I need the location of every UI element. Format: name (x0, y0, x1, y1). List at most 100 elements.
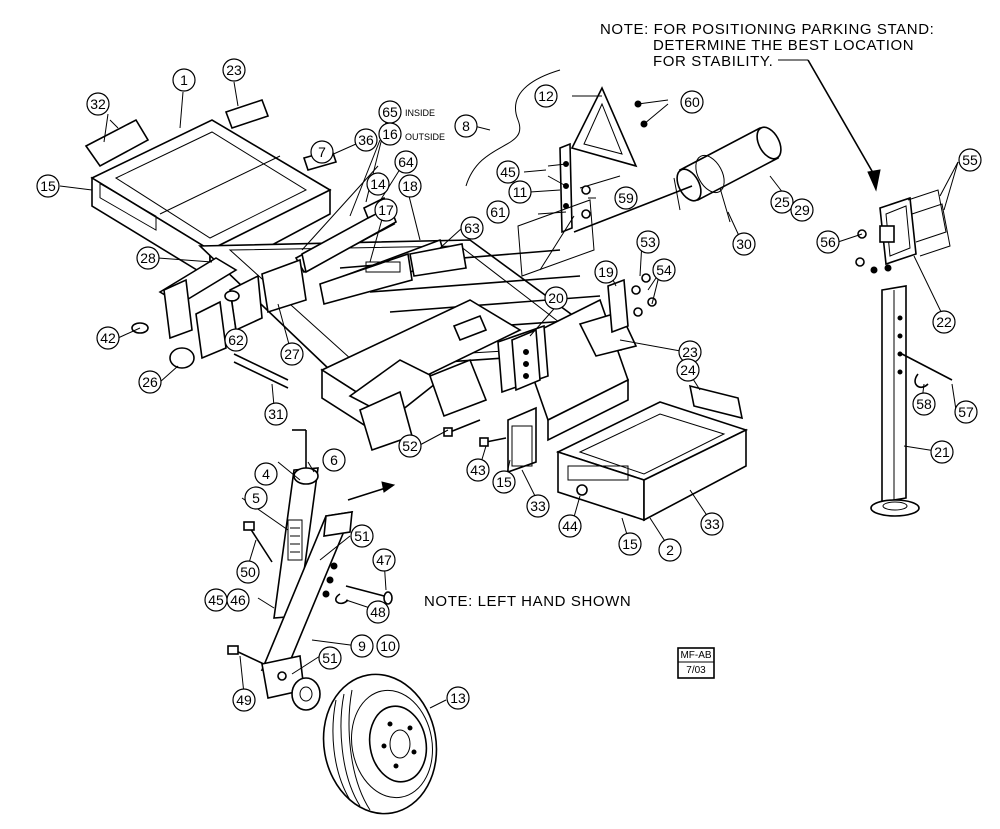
callout-51-bottom: 51 (318, 646, 342, 670)
svg-text:58: 58 (916, 396, 932, 412)
callout-50: 50 (236, 560, 260, 584)
main-frame (198, 211, 629, 452)
callout-21: 21 (930, 440, 954, 464)
callout-9: 9 (350, 634, 374, 658)
svg-text:26: 26 (142, 374, 158, 390)
frame-box-right (507, 311, 749, 522)
callout-15-mid: 15 (492, 470, 516, 494)
callout-57: 57 (954, 400, 978, 424)
callout-56: 56 (816, 230, 840, 254)
svg-text:16: 16 (382, 126, 398, 142)
svg-text:17: 17 (378, 202, 394, 218)
svg-text:7: 7 (318, 144, 326, 160)
svg-text:28: 28 (140, 250, 156, 266)
svg-text:54: 54 (656, 262, 672, 278)
callout-53: 53 (636, 230, 660, 254)
svg-text:49: 49 (236, 692, 252, 708)
svg-text:12: 12 (538, 88, 554, 104)
callout-32: 32 (86, 92, 110, 116)
svg-text:51: 51 (354, 528, 370, 544)
callout-15-right: 15 (618, 532, 642, 556)
stamp-line-2: 7/03 (686, 665, 706, 676)
callout-65: 65 (378, 100, 402, 124)
callout-42: 42 (96, 326, 120, 350)
callout-54: 54 (652, 258, 676, 282)
svg-text:1: 1 (180, 72, 188, 88)
svg-text:15: 15 (622, 536, 638, 552)
callout-49: 49 (232, 688, 256, 712)
svg-text:30: 30 (736, 236, 752, 252)
svg-text:20: 20 (548, 290, 564, 306)
svg-text:32: 32 (90, 96, 106, 112)
parking-stand (855, 189, 953, 517)
decal-32 (84, 118, 150, 168)
callout-20: 20 (544, 286, 568, 310)
callout-13: 13 (446, 686, 470, 710)
svg-text:33: 33 (704, 516, 720, 532)
svg-text:48: 48 (370, 604, 386, 620)
callout-64: 64 (394, 150, 418, 174)
callout-47: 47 (372, 548, 396, 572)
svg-text:53: 53 (640, 234, 656, 250)
svg-text:27: 27 (284, 346, 300, 362)
svg-text:9: 9 (358, 638, 366, 654)
svg-text:57: 57 (958, 404, 974, 420)
callout-12: 12 (534, 84, 558, 108)
callout-36: 36 (354, 128, 378, 152)
caster-assembly (227, 429, 438, 815)
svg-text:23: 23 (226, 62, 242, 78)
callout-1: 1 (172, 68, 196, 92)
callout-62: 62 (224, 328, 248, 352)
svg-text:47: 47 (376, 552, 392, 568)
callout-51-top: 51 (350, 524, 374, 548)
callout-14: 14 (366, 172, 390, 196)
callout-46: 46 (226, 588, 250, 612)
callout-23-top: 23 (222, 58, 246, 82)
svg-text:15: 15 (40, 178, 56, 194)
svg-text:33: 33 (530, 498, 546, 514)
svg-text:13: 13 (450, 690, 466, 706)
callout-29: 29 (790, 198, 814, 222)
callout-28: 28 (136, 246, 160, 270)
svg-text:55: 55 (962, 152, 978, 168)
svg-text:62: 62 (228, 332, 244, 348)
svg-text:24: 24 (680, 362, 696, 378)
callout-15-left: 15 (36, 174, 60, 198)
parking-stand-note: NOTE: FOR POSITIONING PARKING STAND: DET… (600, 21, 934, 192)
callout-23-right: 23 (678, 340, 702, 364)
callout-5: 5 (244, 486, 268, 510)
svg-text:45: 45 (208, 592, 224, 608)
svg-text:10: 10 (380, 638, 396, 654)
callout-11: 11 (508, 180, 532, 204)
callout-45-bottom: 45 (204, 588, 228, 612)
svg-text:59: 59 (618, 190, 634, 206)
callout-31: 31 (264, 402, 288, 426)
svg-text:52: 52 (402, 438, 418, 454)
callout-4: 4 (254, 462, 278, 486)
svg-text:21: 21 (934, 444, 950, 460)
svg-text:42: 42 (100, 330, 116, 346)
svg-text:25: 25 (774, 194, 790, 210)
callout-2: 2 (658, 538, 682, 562)
callout-59: 59 (614, 186, 638, 210)
svg-text:65: 65 (382, 104, 398, 120)
svg-text:5: 5 (252, 490, 260, 506)
svg-text:6: 6 (330, 452, 338, 468)
note-left-hand: NOTE: LEFT HAND SHOWN (424, 593, 631, 610)
note-line-3: FOR STABILITY. (653, 53, 773, 70)
svg-text:36: 36 (358, 132, 374, 148)
callout-33-right: 33 (700, 512, 724, 536)
decal-23-top (224, 98, 270, 130)
stamp-line-1: MF-AB (680, 650, 711, 661)
callout-52: 52 (398, 434, 422, 458)
callout-19: 19 (594, 260, 618, 284)
svg-text:56: 56 (820, 234, 836, 250)
callout-63: 63 (460, 216, 484, 240)
svg-text:19: 19 (598, 264, 614, 280)
note-line-1: NOTE: FOR POSITIONING PARKING STAND: (600, 21, 934, 38)
svg-text:44: 44 (562, 518, 578, 534)
callout-8: 8 (454, 114, 478, 138)
svg-text:4: 4 (262, 466, 270, 482)
svg-text:11: 11 (513, 184, 528, 200)
callout-18: 18 (398, 174, 422, 198)
